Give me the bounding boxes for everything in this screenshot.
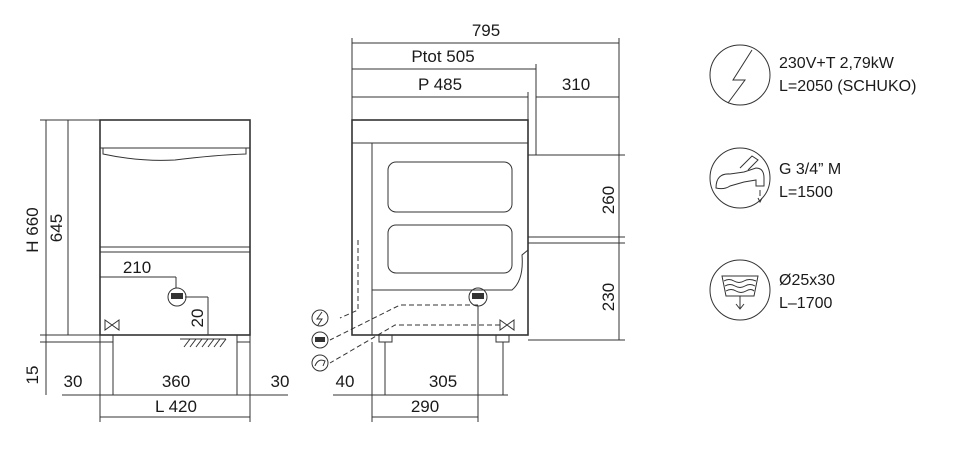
height-total-label: H 660 [23, 207, 42, 252]
foot-span-label: 360 [162, 372, 190, 391]
power-line-dashed [339, 240, 359, 319]
foot-left-label: 30 [64, 372, 83, 391]
drain-arrow [735, 296, 745, 310]
front-view [40, 119, 288, 422]
side-view [311, 38, 625, 422]
spec-legend: 230V+T 2,79kW L=2050 (SCHUKO) G 3/4” M L… [709, 44, 916, 321]
side-rear-foot [495, 334, 510, 343]
rear-offset-label: 290 [411, 397, 439, 416]
foot-height-label: 15 [23, 366, 42, 385]
lower-height-label: 230 [599, 283, 618, 311]
spec-water-line1: G 3/4” M [779, 161, 841, 178]
front-left-foot [99, 334, 114, 343]
water-line-dashed [329, 324, 500, 364]
small-tap-glyph [314, 359, 326, 367]
upper-height-label: 260 [599, 186, 618, 214]
front-drain-basin [171, 293, 183, 299]
drain-offset-label: 210 [123, 258, 151, 277]
small-bolt-glyph [316, 311, 323, 326]
depth-label: P 485 [418, 75, 462, 94]
lower-window [387, 224, 513, 274]
small-bolt-icon [311, 309, 329, 327]
foot-right-label: 30 [271, 372, 290, 391]
spec-electric-line2: L=2050 (SCHUKO) [779, 78, 916, 95]
spec-water: G 3/4” M L=1500 [709, 147, 841, 209]
electric-bolt-icon [709, 44, 771, 106]
small-drain-glyph [315, 337, 325, 342]
valve-icon [104, 319, 120, 331]
side-front-foot [378, 334, 393, 343]
front-cabinet-outline [99, 119, 251, 336]
electric-bolt-glyph [727, 49, 753, 104]
drain-basin-icon [709, 259, 771, 321]
overall-depth-label: 795 [472, 21, 500, 40]
side-drain-basin [472, 293, 484, 299]
spec-drain-line2: L–1700 [779, 295, 832, 312]
depth-total-label: Ptot 505 [411, 47, 474, 66]
door-handle-curve [102, 148, 247, 161]
front-foot-offset-label: 40 [336, 372, 355, 391]
spec-electric: 230V+T 2,79kW L=2050 (SCHUKO) [709, 44, 916, 106]
side-foot-span-label: 305 [429, 372, 457, 391]
small-tap-icon [311, 354, 329, 372]
dimension-labels: H 660 645 15 210 20 30 360 30 L 420 795 … [23, 21, 618, 416]
side-base-curve [372, 249, 529, 291]
water-tap-handle [739, 155, 759, 171]
water-drop [757, 190, 763, 204]
upper-window [387, 161, 513, 213]
height-body-label: 645 [47, 214, 66, 242]
spec-drain-line1: Ø25x30 [779, 272, 835, 289]
drain-basin-body [721, 275, 759, 297]
spec-electric-line1: 230V+T 2,79kW [779, 55, 895, 72]
floor-hatch [183, 338, 227, 348]
rear-clearance-label: 310 [562, 75, 590, 94]
spec-drain: Ø25x30 L–1700 [709, 259, 835, 321]
side-cabinet-outline [351, 119, 529, 336]
water-tap-body [715, 167, 765, 190]
drain-line-dashed [329, 304, 478, 341]
front-right-foot [236, 334, 251, 343]
water-tap-icon [709, 147, 771, 209]
drain-height-label: 20 [188, 309, 207, 328]
small-drain-icon [311, 331, 329, 349]
width-label: L 420 [155, 397, 197, 416]
spec-water-line2: L=1500 [779, 184, 833, 201]
drain-basin-waves [723, 279, 757, 293]
side-valve-icon [499, 319, 515, 331]
